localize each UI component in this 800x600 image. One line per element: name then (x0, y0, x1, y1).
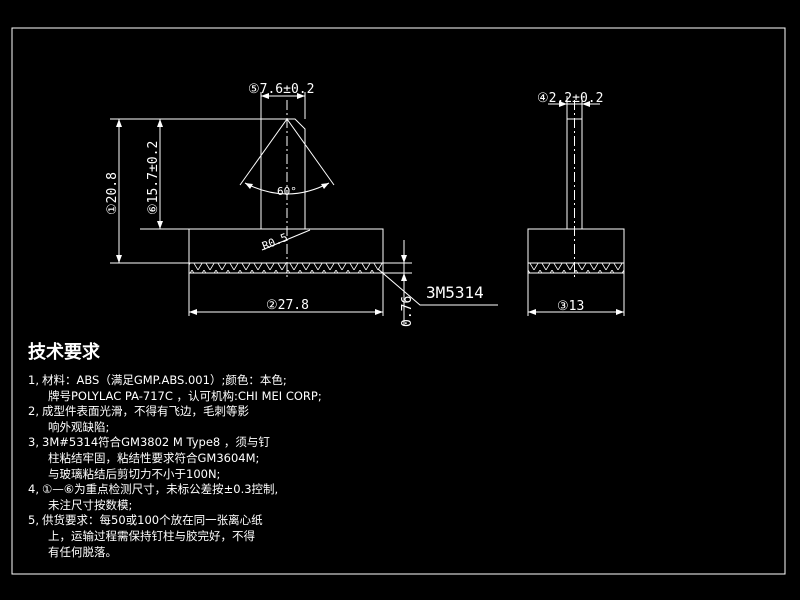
note-item: 4,①—⑥为重点检测尺寸，未标公差按±0.3控制,未注尺寸按数模; (28, 482, 448, 513)
note-line: 上，运输过程需保持钉柱与胶完好，不得 (48, 528, 255, 543)
dimension-arrows (116, 93, 407, 315)
note-line: 材料：ABS（满足GMP.ABS.001）;颜色：本色; (42, 373, 287, 387)
note-item: 5,供货要求：每50或100个放在同一张离心纸上，运输过程需保持钉柱与胶完好，不… (28, 513, 448, 560)
dim-left-inner: ⑥15.7±0.2 (146, 141, 161, 215)
front-view (110, 92, 498, 325)
dim-bottom-front: ②27.8 (266, 298, 309, 313)
notes-list: 1,材料：ABS（满足GMP.ABS.001）;颜色：本色;牌号POLYLAC … (28, 373, 448, 560)
radius-label: R0.5 (260, 231, 289, 253)
side-tape-layer (527, 262, 625, 274)
note-text: 材料：ABS（满足GMP.ABS.001）;颜色：本色;牌号POLYLAC PA… (42, 373, 448, 404)
side-view (527, 96, 625, 316)
note-line: 供货要求：每50或100个放在同一张离心纸 (42, 513, 263, 528)
dim-left-outer: ①20.8 (105, 172, 120, 215)
note-line: 未注尺寸按数模; (48, 497, 133, 512)
note-line: 与玻璃粘结后剪切力不小于100N; (48, 466, 221, 481)
note-number: 2, (28, 404, 39, 419)
note-line: 柱粘结牢固，粘结性要求符合GM3604M; (48, 450, 260, 465)
tape-label: 3M5314 (426, 283, 484, 302)
technical-requirements: 技术要求 1,材料：ABS（满足GMP.ABS.001）;颜色：本色;牌号POL… (28, 342, 448, 560)
note-line: 成型件表面光滑，不得有飞边，毛刺等影 (42, 404, 249, 419)
note-number: 4, (28, 482, 39, 497)
note-line: ①—⑥为重点检测尺寸，未标公差按±0.3控制, (42, 482, 279, 497)
angle-label: 60° (277, 185, 297, 198)
note-item: 1,材料：ABS（满足GMP.ABS.001）;颜色：本色;牌号POLYLAC … (28, 373, 448, 404)
note-line: 响外观缺陷; (48, 419, 110, 434)
note-text: 成型件表面光滑，不得有飞边，毛刺等影响外观缺陷; (42, 404, 448, 435)
note-number: 3, (28, 435, 39, 450)
note-line: 牌号POLYLAC PA-717C ，认可机构:CHI MEI CORP; (48, 388, 322, 403)
note-line: 有任何脱落。 (48, 544, 117, 559)
side-base-block (527, 228, 625, 264)
notes-title: 技术要求 (28, 342, 100, 363)
note-number: 5, (28, 513, 39, 528)
tape-layer (188, 262, 384, 274)
dim-bottom-side: ③13 (557, 299, 584, 314)
note-item: 3,3M#5314符合GM3802 M Type8 ，须与钉柱粘结牢固，粘结性要… (28, 435, 448, 482)
dim-top-front: ⑤7.6±0.2 (248, 82, 314, 97)
note-number: 1, (28, 373, 39, 387)
note-text: ①—⑥为重点检测尺寸，未标公差按±0.3控制,未注尺寸按数模; (42, 482, 448, 513)
note-text: 供货要求：每50或100个放在同一张离心纸上，运输过程需保持钉柱与胶完好，不得有… (42, 513, 448, 560)
drawing-frame (11, 27, 786, 575)
note-text: 3M#5314符合GM3802 M Type8 ，须与钉柱粘结牢固，粘结性要求符… (42, 435, 448, 482)
note-line: 3M#5314符合GM3802 M Type8 ，须与钉 (42, 435, 270, 450)
note-item: 2,成型件表面光滑，不得有飞边，毛刺等影响外观缺陷; (28, 404, 448, 435)
dim-tape-thickness: 0.76 (400, 296, 415, 327)
dim-top-side: ④2.2±0.2 (537, 91, 603, 106)
